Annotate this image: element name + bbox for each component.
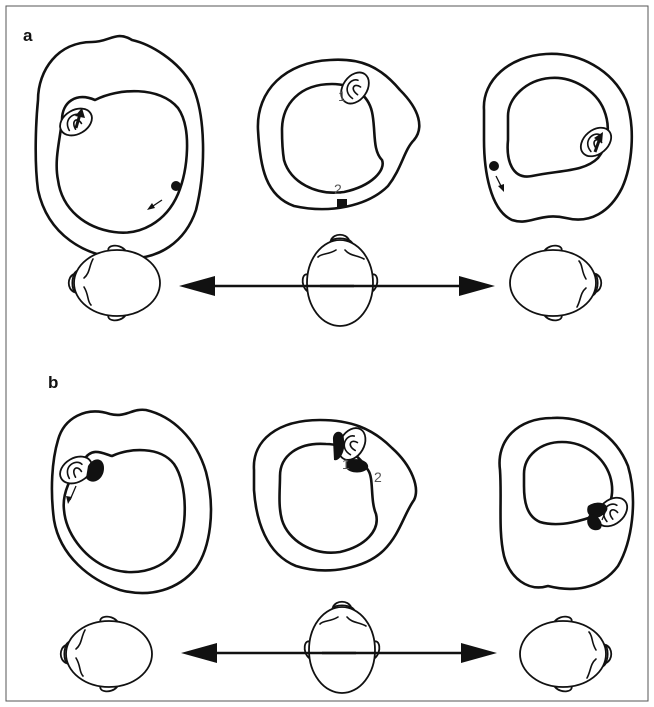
head-top-view-turned-right-icon — [510, 246, 601, 321]
ampulla-icon — [575, 122, 616, 162]
canal-label-2: 2 — [334, 181, 342, 197]
canal-label-1: 1 — [342, 456, 350, 472]
otoconia-mass — [171, 181, 181, 191]
panel-b: b 1 2 — [48, 373, 633, 693]
ampulla-icon — [55, 103, 96, 141]
canal-b-right — [500, 418, 633, 589]
head-top-view-turned-right-icon — [520, 617, 611, 692]
canal-a-center: 1 2 — [258, 60, 419, 209]
canal-label-1: 1 — [338, 88, 346, 104]
otoconia-mass — [489, 161, 499, 171]
canal-a-right — [484, 54, 632, 222]
head-top-view-facing-up-icon — [303, 235, 378, 326]
head-top-view-turned-left-icon — [61, 617, 152, 692]
figure-frame — [6, 6, 648, 701]
panel-label-a: a — [23, 26, 33, 45]
canal-b-left — [52, 410, 211, 593]
canal-label-2: 2 — [374, 469, 382, 485]
panel-label-b: b — [48, 373, 58, 392]
panel-a: a 1 2 — [23, 26, 632, 326]
canal-b-center: 1 2 — [254, 420, 416, 570]
head-top-view-facing-up-icon — [305, 602, 380, 693]
canal-a-left — [36, 36, 203, 258]
otoconia-mass — [337, 199, 347, 207]
